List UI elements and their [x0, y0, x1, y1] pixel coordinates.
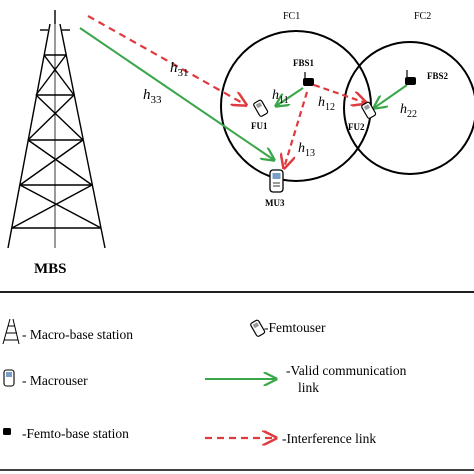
interference-link-h31: [87, 15, 246, 105]
valid-link-h22: [374, 84, 408, 108]
femto-base-station-2-icon: [405, 70, 416, 85]
legend-macrouser-label: - Macrouser: [22, 373, 88, 388]
channel-h13-label: h13: [298, 141, 315, 159]
fbs1-label: FBS1: [293, 58, 315, 68]
legend-femto-bs-icon: [3, 428, 11, 435]
femto-cell-2: [343, 41, 474, 175]
mbs-label: MBS: [34, 261, 67, 277]
interference-link-h13: [284, 91, 309, 168]
legend-macro-bs-icon: [2, 318, 20, 345]
femtouser-1-icon: [253, 99, 269, 117]
femtouser-2-icon: [361, 101, 377, 119]
channel-h11-label: h11: [272, 88, 289, 106]
valid-link-h33: [79, 27, 274, 160]
channel-h12-label: h12: [318, 95, 335, 113]
legend-macro-bs-label: - Macro-base station: [22, 327, 133, 342]
macro-base-station-tower: [7, 10, 106, 249]
legend-femtouser-icon: [250, 319, 266, 337]
fu1-label: FU1: [251, 121, 268, 131]
fbs2-label: FBS2: [427, 71, 449, 81]
femto-cell-1: [220, 30, 372, 182]
mu3-label: MU3: [265, 198, 285, 208]
fc2-label: FC2: [414, 11, 431, 22]
legend-valid-link-label: -Valid communication link: [286, 363, 410, 395]
fc1-label: FC1: [283, 11, 300, 22]
legend-macrouser-icon: [3, 369, 15, 387]
femto-base-station-1-icon: [303, 72, 314, 86]
legend-femto-bs-label: -Femto-base station: [22, 426, 129, 441]
interference-link-h12: [313, 83, 366, 103]
macrouser-icon: [269, 169, 284, 193]
fu2-label: FU2: [348, 122, 365, 132]
channel-h33-label: h33: [143, 87, 162, 106]
legend-femtouser-label: -Femtouser: [264, 320, 326, 335]
valid-link-h11: [276, 87, 304, 106]
legend-interference-link-label: -Interference link: [282, 431, 376, 446]
channel-h31-label: h31: [170, 60, 189, 79]
channel-h22-label: h22: [400, 102, 417, 120]
